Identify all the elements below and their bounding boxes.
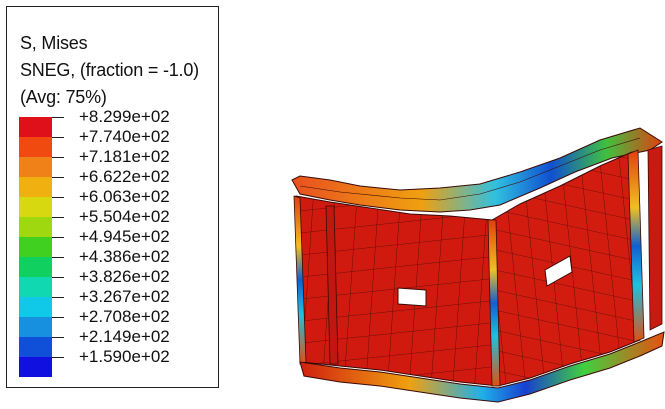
legend-section-point: SNEG, (fraction = -1.0) <box>20 60 199 80</box>
stiffener-right <box>627 149 645 343</box>
legend-value: +7.181e+02 <box>79 147 170 166</box>
legend-color-bar <box>19 117 52 377</box>
legend-tick <box>52 257 64 258</box>
legend-value: +1.590e+02 <box>79 347 170 366</box>
legend-tick <box>52 237 64 238</box>
legend-tick <box>52 297 64 298</box>
legend-value: +5.504e+02 <box>79 207 170 226</box>
left-opening <box>397 287 427 307</box>
legend-tick <box>52 197 64 198</box>
stiffener-left <box>325 205 339 365</box>
legend-value: +7.740e+02 <box>79 127 170 146</box>
legend-swatch <box>19 337 52 357</box>
legend-swatch <box>19 177 52 197</box>
legend-swatch <box>19 317 52 337</box>
legend-variable-name: S, Mises <box>20 33 88 53</box>
legend-tick <box>52 117 64 118</box>
left-end-plate <box>293 195 307 365</box>
legend-value: +8.299e+02 <box>79 107 170 126</box>
legend-swatch <box>19 217 52 237</box>
legend-swatch <box>19 157 52 177</box>
legend-tick <box>52 177 64 178</box>
legend-swatch <box>19 297 52 317</box>
legend-value: +3.826e+02 <box>79 267 170 286</box>
contour-legend: S, Mises SNEG, (fraction = -1.0) (Avg: 7… <box>6 6 219 388</box>
legend-value: +6.063e+02 <box>79 187 170 206</box>
legend-value: +2.708e+02 <box>79 307 170 326</box>
right-end-plate <box>647 145 663 331</box>
legend-tick <box>52 337 64 338</box>
legend-value: +3.267e+02 <box>79 287 170 306</box>
top-flange <box>291 127 663 213</box>
legend-averaging: (Avg: 75%) <box>20 87 107 107</box>
legend-tick <box>52 317 64 318</box>
legend-value: +6.622e+02 <box>79 167 170 186</box>
legend-swatch <box>19 117 52 137</box>
legend-tick <box>52 357 64 358</box>
legend-value: +4.386e+02 <box>79 247 170 266</box>
right-opening <box>544 255 573 287</box>
legend-value: +4.945e+02 <box>79 227 170 246</box>
legend-tick <box>52 157 64 158</box>
legend-tick <box>52 137 64 138</box>
stiffener-middle <box>487 219 501 387</box>
legend-tick <box>52 277 64 278</box>
legend-swatch <box>19 197 52 217</box>
legend-swatch <box>19 137 52 157</box>
legend-swatch <box>19 257 52 277</box>
legend-swatch <box>19 277 52 297</box>
legend-tick <box>52 217 64 218</box>
bottom-flange <box>299 331 665 403</box>
legend-swatch <box>19 357 52 377</box>
legend-value: +2.149e+02 <box>79 327 170 346</box>
legend-swatch <box>19 237 52 257</box>
